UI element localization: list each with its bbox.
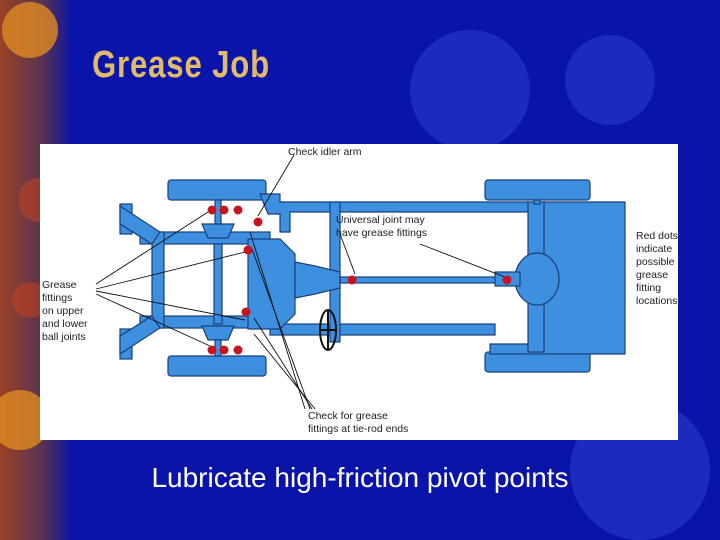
engine-block [247, 238, 296, 330]
chassis-diagram: Check idler arm Universal joint may have… [40, 144, 678, 440]
slide-caption: Lubricate high-friction pivot points [151, 462, 569, 493]
front-right-tire [167, 355, 267, 377]
label-red-dots: Red dots indicate possible grease fittin… [636, 230, 679, 307]
rear-right-tire [484, 351, 591, 373]
front-left-tire [167, 179, 267, 201]
label-universal-joint: Universal joint may have grease fittings [336, 214, 428, 239]
driveshaft [339, 276, 506, 284]
grease-fitting-dots [207, 205, 512, 355]
label-tie-rod: Check for grease fittings at tie-rod end… [308, 410, 409, 435]
rear-left-tire [484, 179, 591, 201]
slide-title: Grease Job [92, 44, 270, 86]
label-idler-arm: Check idler arm [288, 146, 362, 158]
transmission [294, 261, 341, 299]
steering-wheel [319, 309, 337, 351]
label-ball-joints: Grease fittings on upper and lower ball … [42, 279, 88, 343]
differential [514, 252, 560, 306]
gear-icon [0, 2, 58, 450]
